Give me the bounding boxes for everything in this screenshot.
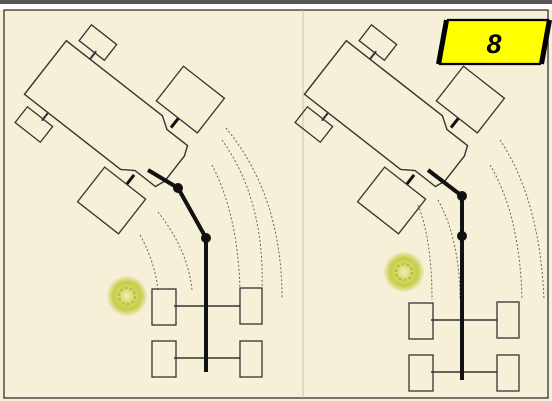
badge-left-slash	[436, 19, 448, 65]
top-frame-bar	[0, 0, 552, 4]
right-wheel-track-4	[499, 139, 545, 301]
left-pivot-lower	[201, 233, 211, 243]
left-obstacle-bush	[107, 276, 147, 316]
diagram-border	[3, 9, 549, 399]
right-wheel-track-2	[437, 199, 461, 301]
right-wheel-track-3	[489, 164, 523, 301]
badge-right-slash	[540, 19, 552, 65]
right-pivot-upper	[457, 191, 467, 201]
diagram-number-badge: 8	[436, 18, 552, 66]
right-obstacle-bush	[384, 252, 424, 292]
badge-label: 8	[486, 29, 501, 59]
right-pivot-lower	[457, 231, 467, 241]
left-wheel-track-1	[139, 234, 159, 291]
left-wheel-track-4	[221, 139, 263, 291]
left-wheel-track-3	[211, 164, 241, 291]
left-obstacle-ring	[118, 287, 136, 305]
right-obstacle-ring	[395, 263, 413, 281]
top-frame-gap	[0, 4, 552, 10]
left-wheel-track-5	[225, 127, 283, 299]
left-wheel-track-2	[157, 211, 193, 291]
left-pivot-upper	[173, 183, 183, 193]
right-panel	[270, 0, 545, 392]
left-panel	[0, 0, 283, 379]
right-wheel-track-1	[417, 204, 433, 301]
